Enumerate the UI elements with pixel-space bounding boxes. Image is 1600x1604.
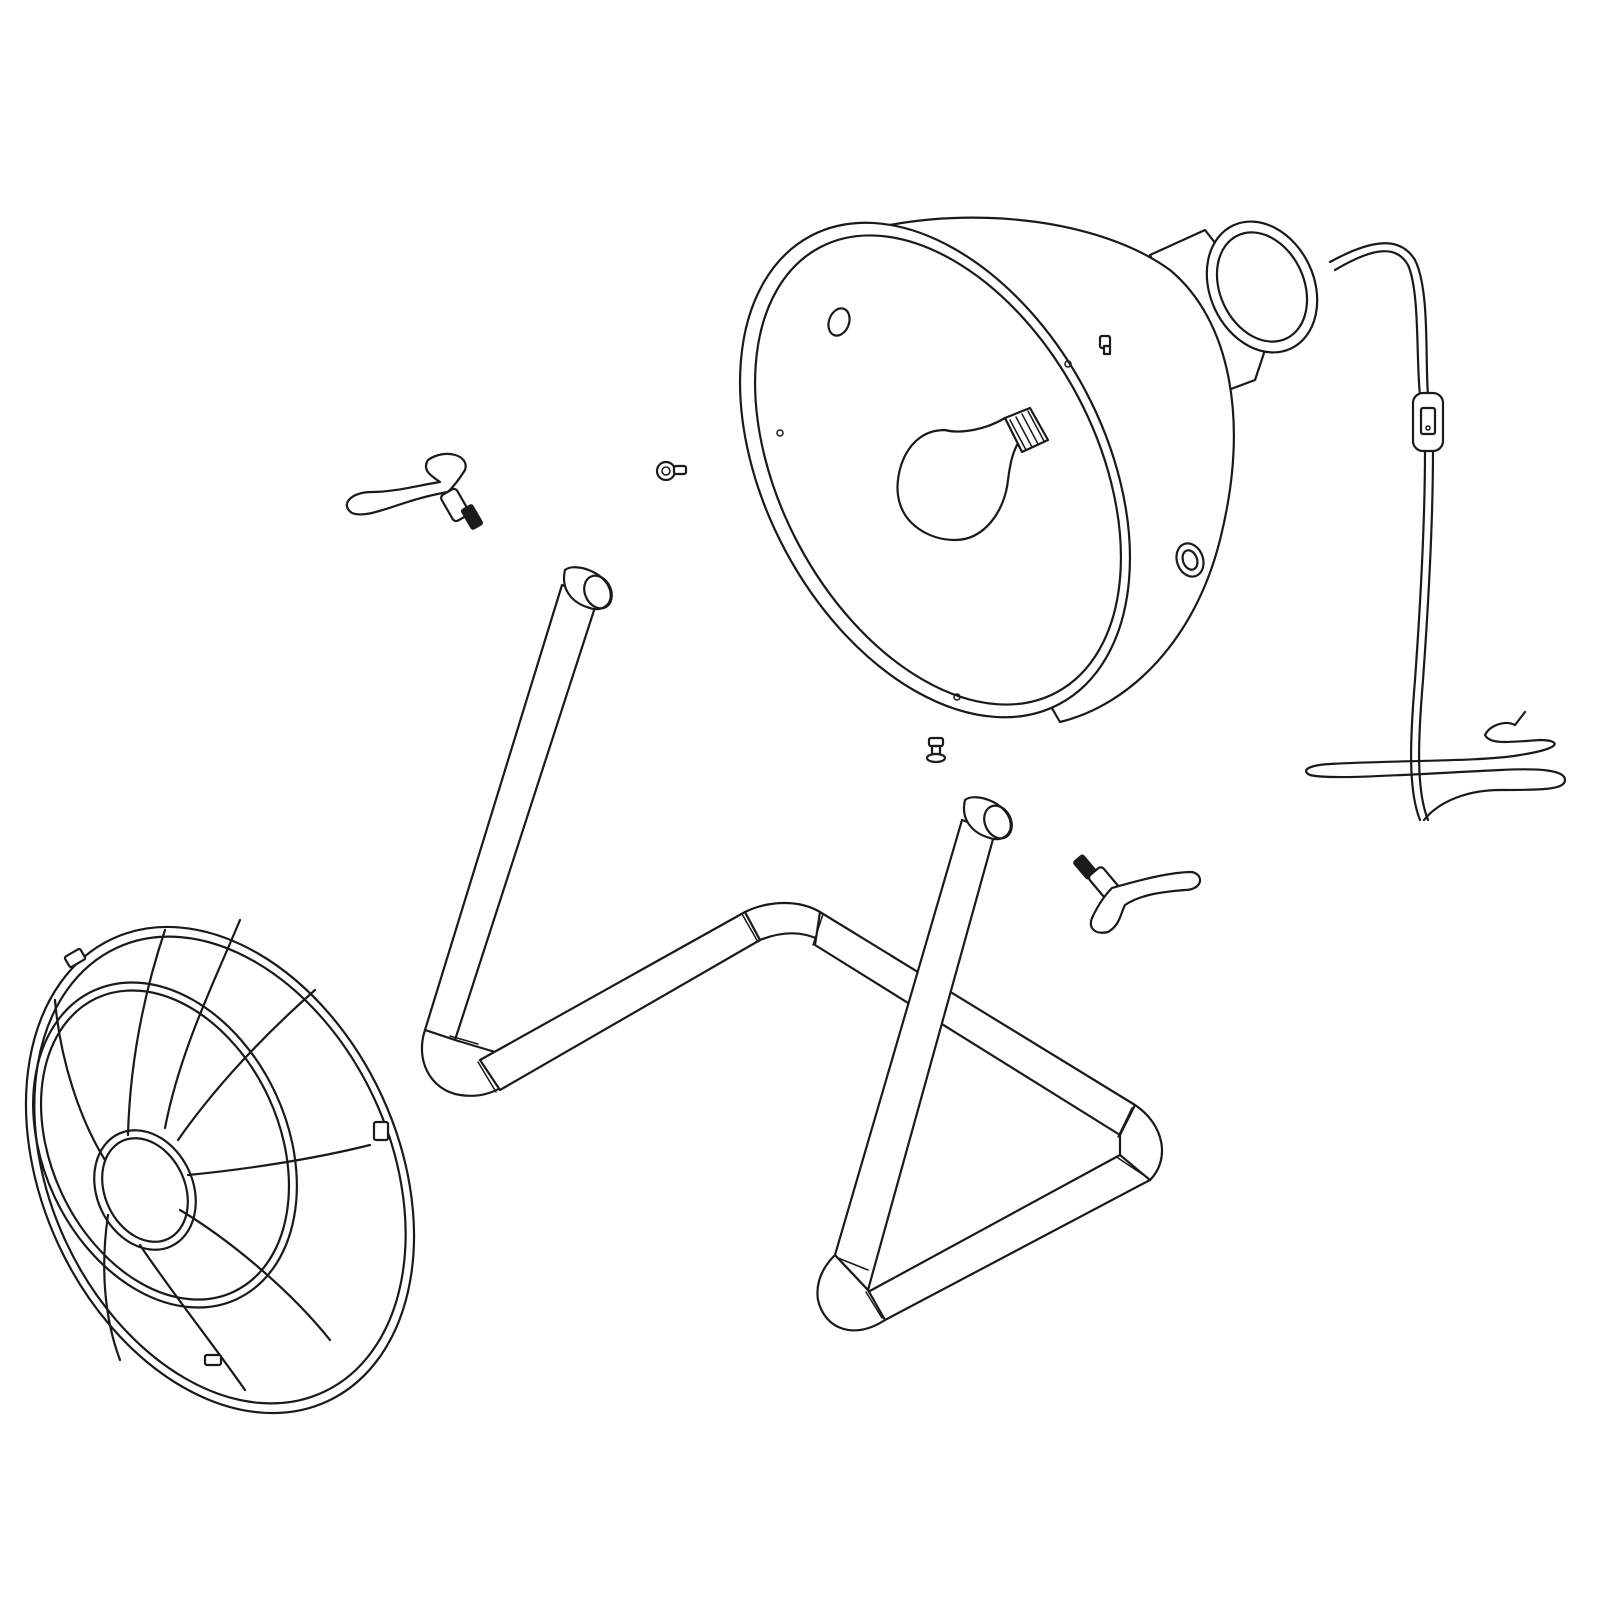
small-screw-bottom	[925, 736, 947, 764]
tube-frame	[420, 566, 1164, 1332]
wire-cage	[24, 918, 416, 1415]
small-screw-top	[655, 460, 688, 482]
wing-screw-left	[345, 452, 483, 530]
small-screw-rim	[1098, 334, 1112, 356]
inline-switch	[1411, 391, 1445, 453]
light-bulb	[896, 406, 1050, 542]
wing-screw-right	[1073, 854, 1202, 934]
power-cord	[1304, 242, 1567, 822]
